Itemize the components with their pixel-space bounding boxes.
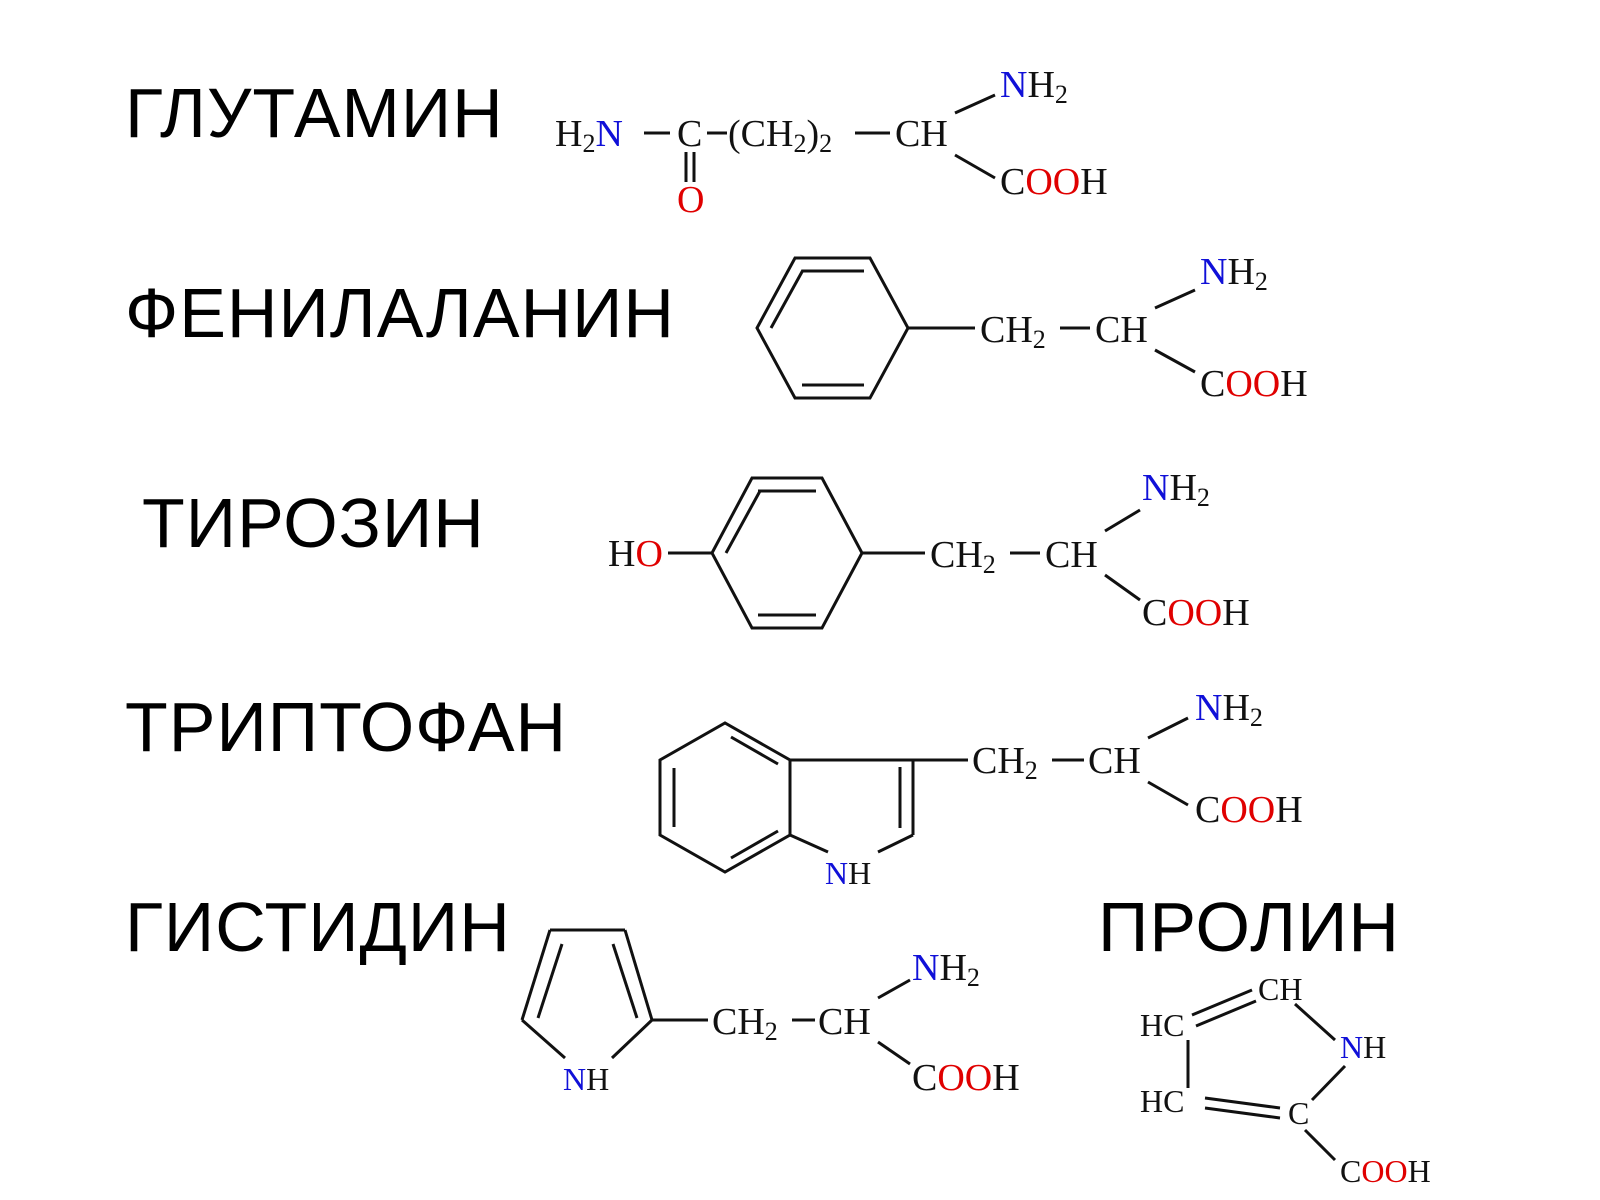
proline-nh: NH [1340,1029,1386,1065]
proline-cooh: COOH [1340,1153,1431,1189]
glutamine-cooh: COOH [1000,161,1108,203]
proline-c: C [1288,1095,1309,1131]
tyrosine-ho: HO [608,533,663,575]
glutamine-carbonyl-o: O [677,179,704,221]
name-tryptophan: ТРИПТОФАН [125,688,568,766]
phenylalanine-alpha-ch: CH [1095,309,1148,351]
glutamine-ch2-chain: (CH2)2 [728,113,832,158]
phenol-ring [710,476,864,630]
phenylalanine-structure: CH2 CH NH2 COOH [755,251,1308,405]
tyrosine-cooh: COOH [1142,592,1250,634]
tryptophan-ch2: CH2 [972,740,1038,785]
tyrosine-ch2: CH2 [930,534,996,579]
tryptophan-alpha-ch: CH [1088,740,1141,782]
proline-ch-top: CH [1258,971,1302,1007]
tyrosine-nh2: NH2 [1142,467,1210,512]
histidine-ch2: CH2 [712,1001,778,1046]
glutamine-structure: H2N C O (CH2)2 CH NH2 COOH [555,64,1108,221]
phenylalanine-ch2: CH2 [980,309,1046,354]
phenylalanine-cooh: COOH [1200,363,1308,405]
histidine-nh2: NH2 [912,947,980,992]
tryptophan-nh2: NH2 [1195,687,1263,732]
benzene-ring [755,256,910,400]
indole-benzene-ring [658,721,792,874]
tyrosine-structure: HO CH2 CH NH2 COOH [608,467,1250,634]
glutamine-alpha-ch: CH [895,113,948,155]
name-proline: ПРОЛИН [1098,888,1400,966]
tryptophan-structure: NH CH2 CH NH2 COOH [658,687,1303,891]
tryptophan-cooh: COOH [1195,789,1303,831]
histidine-nh: NH [563,1061,609,1097]
glutamine-nh2: NH2 [1000,64,1068,109]
tyrosine-alpha-ch: CH [1045,534,1098,576]
glutamine-carbonyl-c: C [677,113,702,155]
phenylalanine-nh2: NH2 [1200,251,1268,296]
histidine-cooh: COOH [912,1057,1020,1099]
name-glutamine: ГЛУТАМИН [125,74,504,152]
glutamine-h2n: H2N [555,113,623,158]
proline-hc-upper: HC [1140,1007,1184,1043]
histidine-alpha-ch: CH [818,1001,871,1043]
proline-hc-lower: HC [1140,1083,1184,1119]
histidine-structure: NH CH2 CH NH2 COOH [520,928,1020,1099]
name-phenylalanine: ФЕНИЛАЛАНИН [125,274,675,352]
proline-structure: CH HC NH HC C COOH [1140,971,1431,1189]
name-histidine: ГИСТИДИН [125,888,511,966]
name-tyrosine: ТИРОЗИН [142,484,485,562]
tryptophan-nh: NH [825,855,871,891]
